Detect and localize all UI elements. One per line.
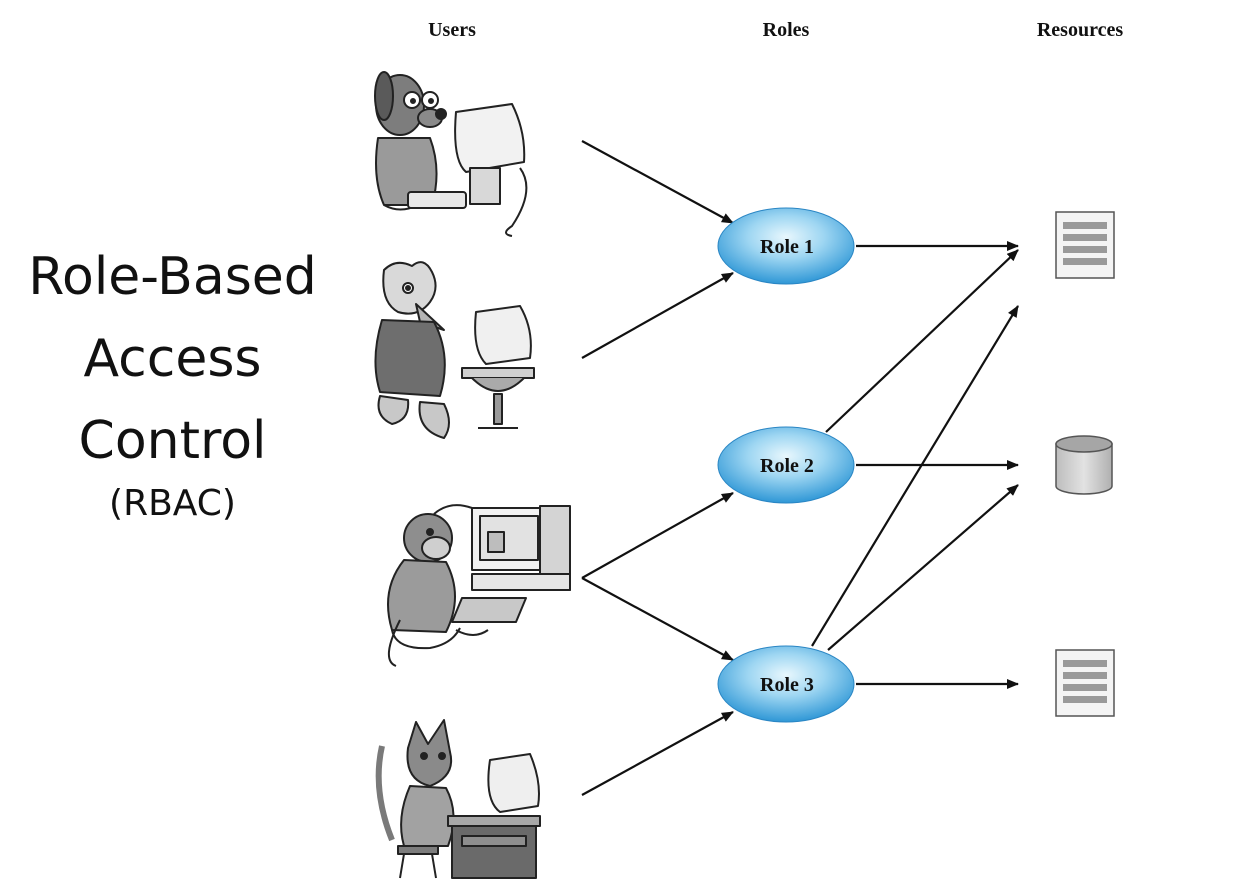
arrow-role2-resource1	[825, 249, 1019, 433]
diagram-title: Role-Based Access Control (RBAC)	[0, 236, 345, 530]
users-column-header: Users	[428, 19, 476, 41]
role-3-node: Role 3	[717, 645, 855, 723]
database-icon	[1055, 435, 1113, 495]
arrow-user2-role1	[581, 272, 734, 359]
arrow-user1-role1	[581, 140, 734, 224]
arrow-user3-role3	[581, 577, 734, 661]
arrow-role3-resource2	[827, 484, 1019, 651]
role-2-node: Role 2	[717, 426, 855, 504]
roles-column-header: Roles	[763, 19, 810, 41]
document-icon	[1055, 649, 1115, 717]
arrow-user3-role2	[581, 492, 734, 579]
cat-at-computer-icon	[375, 719, 541, 879]
duck-at-computer-icon	[374, 261, 535, 439]
title-abbreviation: (RBAC)	[109, 483, 236, 524]
role-1-label: Role 1	[760, 236, 814, 258]
role-2-label: Role 2	[760, 455, 814, 477]
role-1-node: Role 1	[717, 207, 855, 285]
role-resource-arrows	[811, 241, 1019, 689]
title-line-1: Role-Based	[28, 247, 317, 307]
role-3-label: Role 3	[760, 674, 814, 696]
arrow-user4-role3	[581, 711, 734, 796]
monkey-at-computer-icon	[387, 504, 571, 667]
arrow-role3-resource1	[811, 305, 1019, 647]
title-line-2: Access	[83, 329, 262, 389]
title-line-3: Control	[78, 411, 267, 471]
dog-at-computer-icon	[374, 71, 528, 237]
resources-column-header: Resources	[1037, 19, 1123, 41]
document-icon	[1055, 211, 1115, 279]
user-role-arrows	[581, 140, 734, 796]
